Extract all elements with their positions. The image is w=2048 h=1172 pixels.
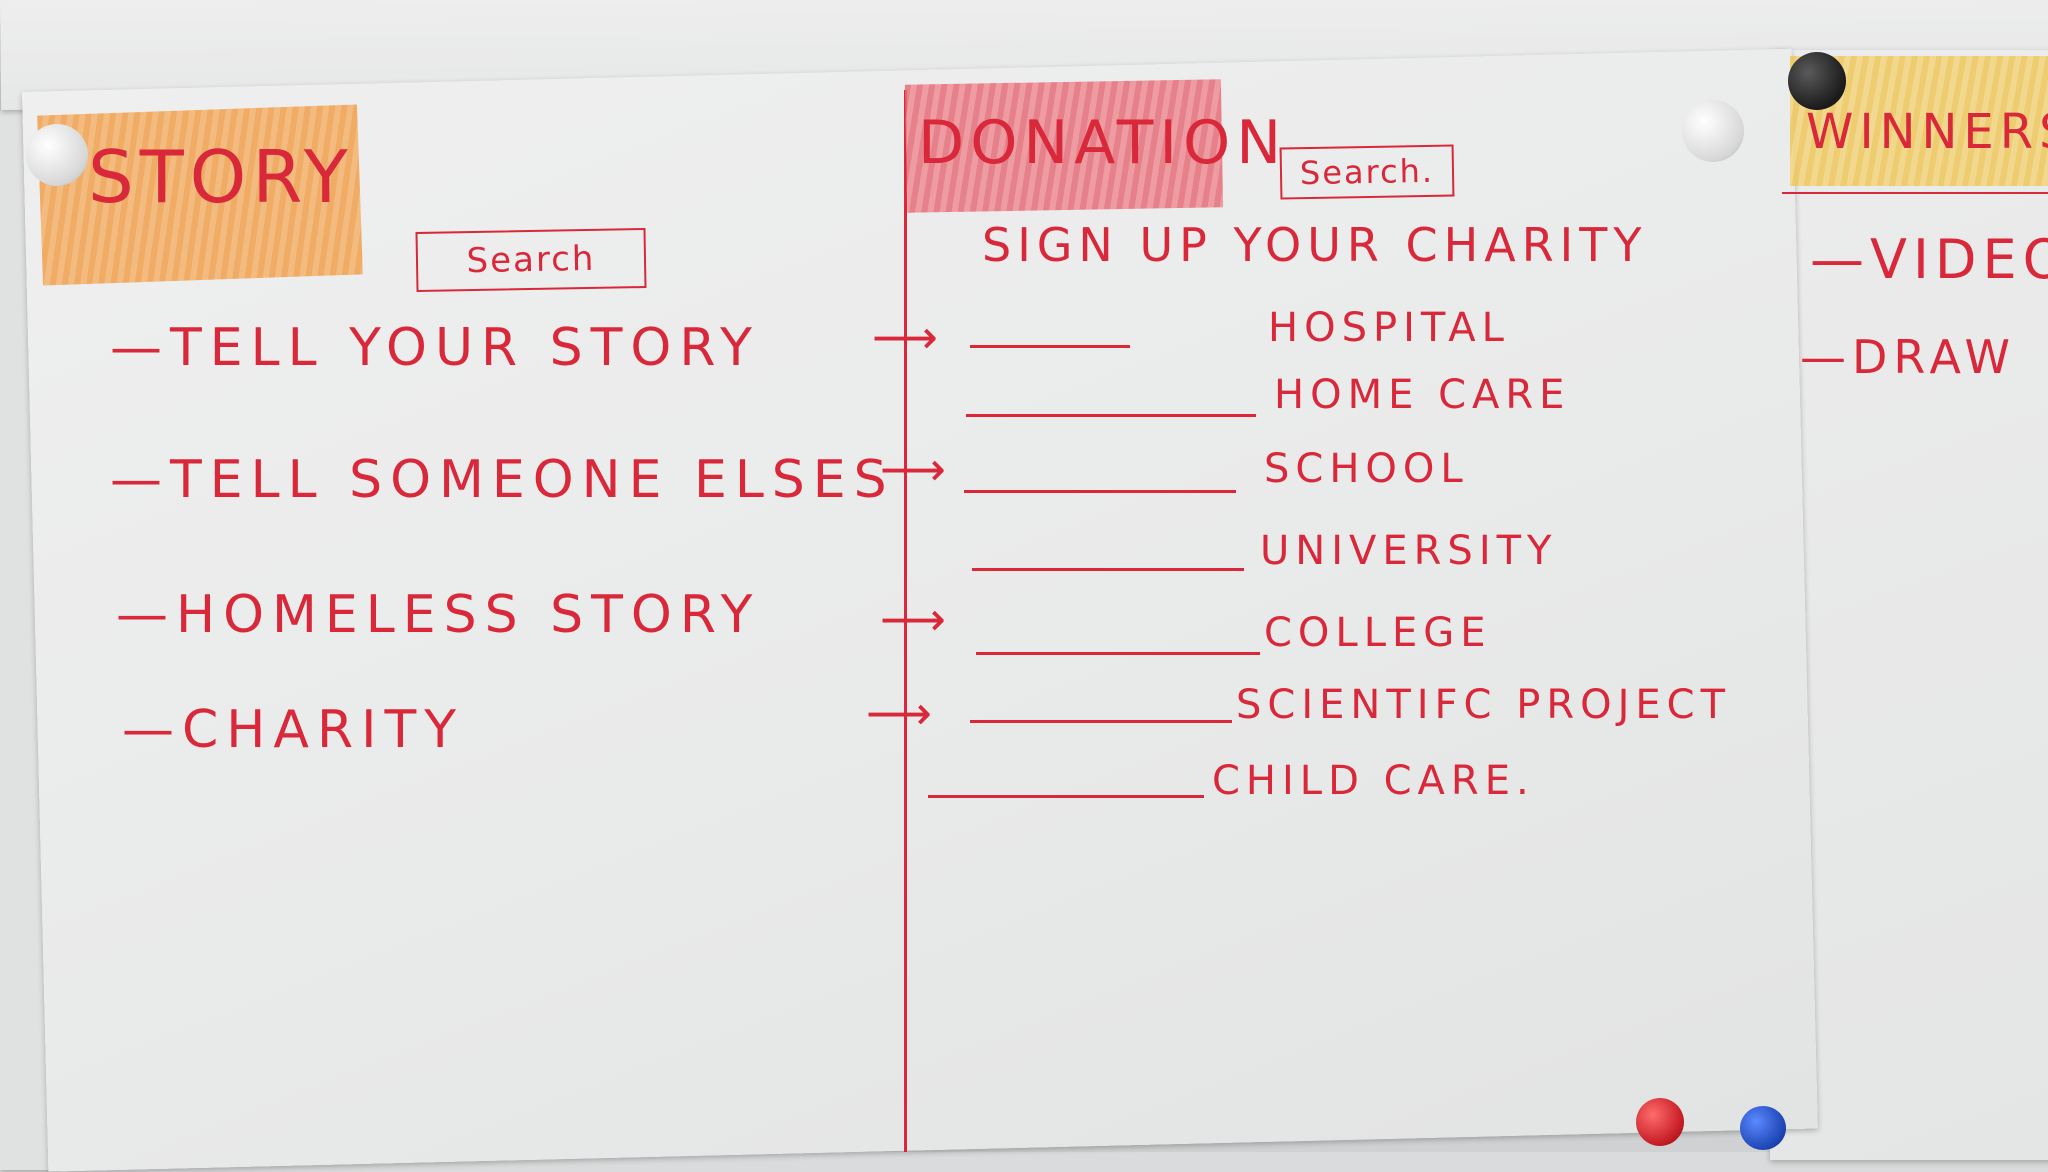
white-magnet — [26, 124, 88, 186]
connector-line — [970, 345, 1130, 348]
story-item-charity: —CHARITY — [122, 700, 464, 760]
donation-signup-text: SIGN UP YOUR CHARITY — [982, 218, 1648, 272]
donation-search-box: Search. — [1279, 144, 1455, 200]
donation-item-scientific-project: SCIENTIFC PROJECT — [1236, 682, 1732, 728]
story-search-box: Search — [415, 227, 647, 293]
arrow-icon: ⟶ — [872, 310, 938, 364]
blue-magnet — [1740, 1106, 1786, 1150]
red-magnet — [1636, 1098, 1684, 1146]
donation-item-child-care: CHILD CARE. — [1212, 758, 1535, 804]
arrow-icon: ⟶ — [880, 592, 946, 646]
story-title: STORY — [88, 135, 354, 219]
connector-line — [928, 795, 1204, 798]
donation-item-college: COLLEGE — [1264, 610, 1492, 656]
paper-sheet-right — [1770, 50, 2048, 1160]
column-divider — [904, 90, 907, 1152]
winners-underline — [1782, 192, 2048, 194]
connector-line — [966, 414, 1256, 417]
donation-title: DONATION — [918, 108, 1288, 178]
story-item-homeless-story: —HOMELESS STORY — [116, 585, 761, 645]
winners-title: WINNERS — [1806, 104, 2048, 160]
connector-line — [972, 568, 1244, 571]
donation-item-school: SCHOOL — [1264, 446, 1469, 492]
donation-item-home-care: HOME CARE — [1274, 372, 1571, 418]
donation-item-hospital: HOSPITAL — [1268, 305, 1510, 351]
story-item-tell-someone-elses: —TELL SOMEONE ELSES — [110, 450, 895, 510]
winners-item-draw: —DRAW — [1800, 330, 2016, 384]
connector-line — [964, 490, 1236, 493]
story-item-tell-your-story: —TELL YOUR STORY — [110, 318, 760, 378]
winners-item-videos: —VIDEOS — [1810, 228, 2048, 291]
arrow-icon: ⟶ — [880, 442, 946, 496]
black-magnet — [1788, 52, 1846, 110]
white-magnet — [1682, 100, 1744, 162]
connector-line — [970, 720, 1232, 723]
connector-line — [976, 652, 1260, 655]
donation-item-university: UNIVERSITY — [1260, 528, 1558, 574]
arrow-icon: ⟶ — [866, 686, 932, 740]
